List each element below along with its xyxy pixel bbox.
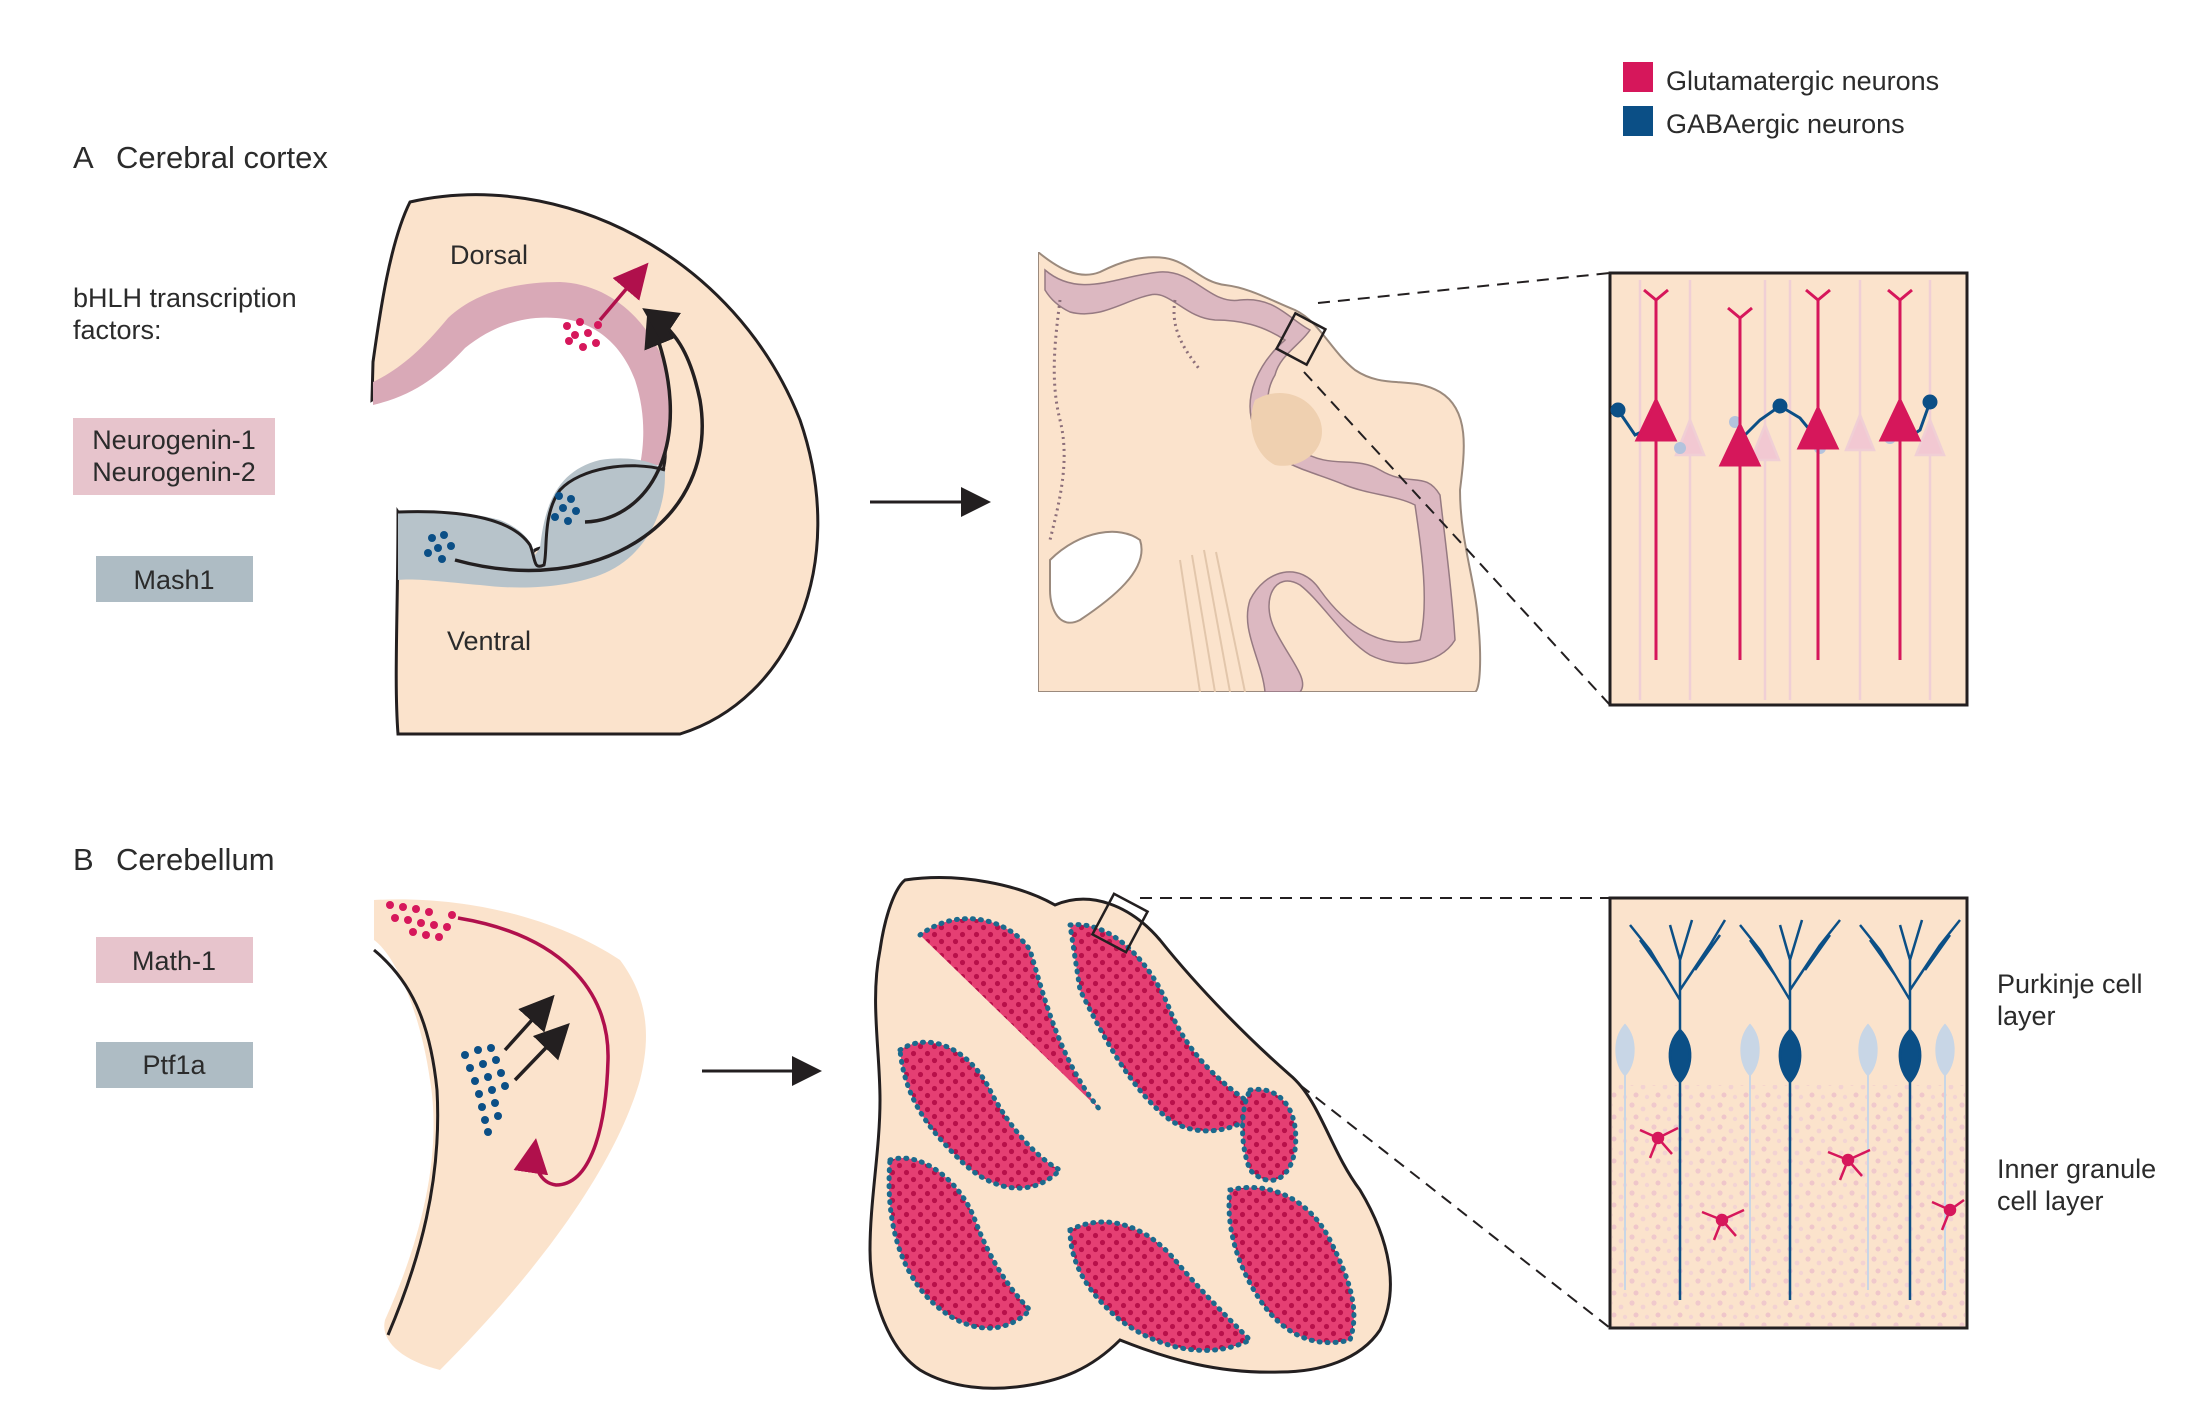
label-granule-line2: cell layer	[1997, 1186, 2104, 1216]
cerebellum-zoom-box	[1090, 892, 1150, 954]
factor-box-neurogenin: Neurogenin-1 Neurogenin-2	[73, 418, 275, 495]
internal-capsule-fibers	[1179, 549, 1246, 692]
ganglionic-eminence-blue	[398, 458, 665, 588]
folium-7	[1240, 1086, 1299, 1183]
cortex-gyrus-outline-1	[1048, 299, 1066, 541]
pink-progenitor-cluster	[563, 318, 602, 351]
panel-a: A Cerebral cortex bHLH transcription fac…	[73, 140, 1969, 736]
factor-box-ptf1a: Ptf1a	[96, 1042, 253, 1088]
zoom-line-bottom-a	[1303, 371, 1611, 706]
legend-swatch-glutamatergic	[1623, 62, 1653, 92]
folium-1	[917, 916, 1103, 1113]
tangential-migration-arrow-1	[584, 311, 677, 524]
label-purkinje-line2: layer	[1997, 1001, 2056, 1031]
label-granule-line1: Inner granule	[1997, 1154, 2156, 1184]
zoom-line-bottom-b	[1299, 1084, 1611, 1329]
label-ventral: Ventral	[447, 626, 531, 656]
blue-progenitor-cluster-lower	[424, 531, 455, 563]
background-pyramidal-neurons	[1638, 280, 1946, 700]
cortex-inset	[1608, 271, 1969, 707]
factor-label-mash1: Mash1	[133, 565, 214, 595]
cortex-zoom-box	[1274, 311, 1328, 367]
folium-4	[886, 1155, 1034, 1331]
folium-6	[1226, 1184, 1357, 1346]
factor-label-ptf1a: Ptf1a	[142, 1050, 206, 1080]
adult-cortex-section	[1038, 252, 1482, 692]
legend-swatch-gabaergic	[1623, 106, 1653, 136]
tangential-migration-arrow-2	[454, 308, 704, 573]
basal-ganglia-region	[1251, 392, 1322, 466]
legend-label-gabaergic: GABAergic neurons	[1666, 109, 1905, 139]
panel-a-letter: A	[73, 140, 94, 175]
legend-label-glutamatergic: Glutamatergic neurons	[1666, 66, 1939, 96]
factors-heading-line1: bHLH transcription	[73, 283, 297, 313]
glutamatergic-pyramidal-neurons	[1634, 288, 1922, 660]
embryonic-telencephalon: Dorsal Ventral	[370, 193, 820, 736]
factor-label-neurogenin-2: Neurogenin-2	[92, 457, 256, 487]
label-dorsal: Dorsal	[450, 240, 528, 270]
factors-heading-line2: factors:	[73, 315, 162, 345]
cortex-gyrus-outline-2	[1172, 299, 1202, 371]
adult-cerebellum	[868, 876, 1392, 1390]
panel-a-title: Cerebral cortex	[116, 140, 328, 175]
label-purkinje-line1: Purkinje cell	[1997, 969, 2143, 999]
granule-layer-texture	[1612, 1085, 1965, 1326]
blue-progenitor-cluster-upper	[551, 492, 580, 525]
factor-box-math1: Math-1	[96, 937, 253, 983]
folium-2	[1067, 922, 1264, 1134]
folium-3	[897, 1039, 1065, 1191]
factor-box-mash1: Mash1	[96, 556, 253, 602]
factor-label-math1: Math-1	[132, 946, 216, 976]
rhombic-lip-migration-arrow	[457, 916, 610, 1187]
purkinje-cells	[1668, 1028, 1922, 1300]
rhombic-lip-pink-cluster	[386, 901, 456, 941]
telencephalon-inner-outline	[397, 464, 666, 568]
panel-b-letter: B	[73, 842, 94, 877]
panel-b-title: Cerebellum	[116, 842, 275, 877]
cerebellar-folia	[886, 916, 1357, 1353]
radial-migration-arrow	[598, 262, 649, 322]
lateral-ventricle	[1049, 530, 1143, 624]
ventricular-blue-cluster	[461, 1044, 509, 1136]
panel-b: B Cerebellum Math-1 Ptf1a	[73, 842, 2156, 1390]
ptf1a-migration-arrow-2	[513, 1022, 570, 1082]
purkinje-dendritic-trees	[1629, 919, 1961, 1030]
faint-purkinje-cells	[1615, 1023, 1955, 1290]
factor-label-neurogenin-1: Neurogenin-1	[92, 425, 256, 455]
primordium-outline	[373, 948, 440, 1336]
zoom-line-top-a	[1317, 272, 1611, 304]
cortex-section-tissue	[1038, 252, 1482, 692]
cerebellar-primordium	[373, 899, 646, 1370]
cerebellum-inset	[1608, 896, 1969, 1330]
ptf1a-migration-arrow-1	[503, 994, 555, 1052]
folium-5	[1067, 1219, 1255, 1353]
granule-cells	[1639, 1126, 1965, 1241]
primordium-tissue	[374, 899, 646, 1370]
legend: Glutamatergic neurons GABAergic neurons	[1623, 62, 1939, 139]
